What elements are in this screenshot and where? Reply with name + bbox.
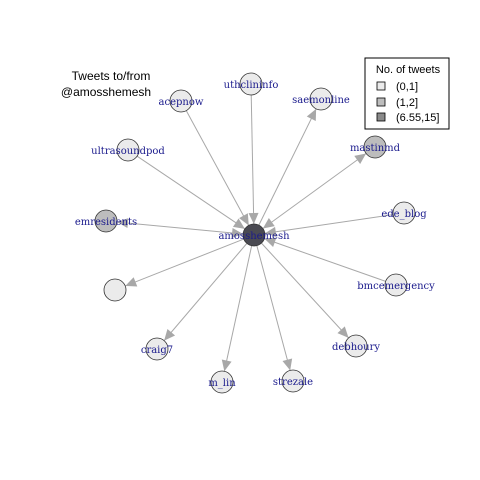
node-label-mastinmd: mastinmd (350, 143, 401, 154)
node-debhoury[interactable] (344, 334, 368, 358)
edge-ede-blog (264, 214, 394, 234)
node-unlabeled-7[interactable] (103, 278, 127, 302)
title-line-1: Tweets to/from (72, 69, 151, 83)
arrow-to-center-emresidents (231, 227, 244, 238)
edge-unlabeled-7 (125, 238, 244, 287)
legend-swatch-2 (376, 112, 386, 122)
nodes-layer: uthclininfo acepnow saemonline ultrasoundpo… (75, 72, 435, 394)
arrow-to-debhoury (337, 326, 349, 338)
node-label-bmcemergency: bmcemergency (357, 281, 435, 292)
arrow-to-mastinmd (354, 153, 367, 164)
node-label-ede-blog: ede_blog (381, 209, 427, 220)
edge-bmcemergency (264, 238, 386, 282)
node-emresidents[interactable] (94, 209, 118, 233)
title-line-2: @amosshemesh (61, 85, 151, 99)
edge-mastinmd (262, 153, 367, 229)
edge-m-lin (223, 245, 253, 372)
node-strezale[interactable] (281, 369, 305, 393)
edges-layer (116, 94, 394, 372)
node-label-strezale: strezale (273, 377, 313, 388)
arrow-to-center-ultrasoundpod (232, 218, 245, 229)
node-label-debhoury: debhoury (332, 342, 380, 353)
node-label-craig7: craig7 (141, 345, 173, 356)
node-saemonline[interactable] (309, 87, 333, 111)
node-ultrasoundpod[interactable] (116, 138, 140, 162)
legend-item-1: (1,2] (396, 97, 418, 109)
node-craig7[interactable] (145, 337, 169, 361)
edge-uthclininfo (250, 94, 255, 225)
legend-title: No. of tweets (376, 64, 441, 76)
edge-acepnow (185, 110, 250, 226)
edge-strezale (256, 245, 291, 371)
node-acepnow[interactable] (169, 89, 193, 113)
edge-emresidents (116, 221, 244, 235)
edge-craig7 (163, 243, 248, 341)
edge-ultrasoundpod (136, 155, 246, 230)
legend-swatch-1 (376, 97, 386, 107)
node-mastinmd[interactable] (363, 135, 387, 159)
node-bmcemergency[interactable] (384, 273, 408, 297)
node-label-saemonline: saemonline (292, 95, 350, 106)
node-label-m-lin: m_lin (208, 378, 236, 389)
node-label-ultrasoundpod: ultrasoundpod (91, 146, 165, 157)
arrow-to-center-bmcemergency (264, 237, 277, 248)
node-ede-blog[interactable] (392, 201, 416, 225)
arrow-to-center-uthclininfo (248, 212, 259, 225)
legend-swatch-0 (376, 81, 386, 91)
legend-item-0: (0,1] (396, 81, 418, 93)
edge-saemonline (258, 108, 317, 226)
node-m-lin[interactable] (210, 370, 234, 394)
node-label-acepnow: acepnow (159, 97, 204, 108)
arrow-to-center-mastinmd (262, 218, 275, 229)
node-uthclininfo[interactable] (239, 72, 263, 96)
arrow-to-strezale (282, 358, 293, 371)
node-label-uthclininfo: uthclininfo (224, 80, 279, 91)
node-label-emresidents: emresidents (75, 217, 137, 228)
legend-item-2: (6.55,15] (396, 112, 439, 124)
arrow-to-emresidents (116, 218, 129, 229)
node-center[interactable] (242, 223, 266, 247)
arrow-to-m-lin (221, 359, 232, 372)
node-label-center: amosshemesh (218, 231, 290, 242)
arrow-to-craig7 (164, 329, 176, 341)
arrow-to-center-ede-blog (264, 226, 277, 237)
legend: No. of tweets (0,1] (1,2] (6.55,15] (364, 57, 450, 130)
arrow-to-center-acepnow (239, 213, 249, 226)
arrow-to-unlabeled-7 (125, 277, 138, 287)
edge-debhoury (261, 242, 349, 339)
arrow-to-saemonline (306, 108, 317, 121)
